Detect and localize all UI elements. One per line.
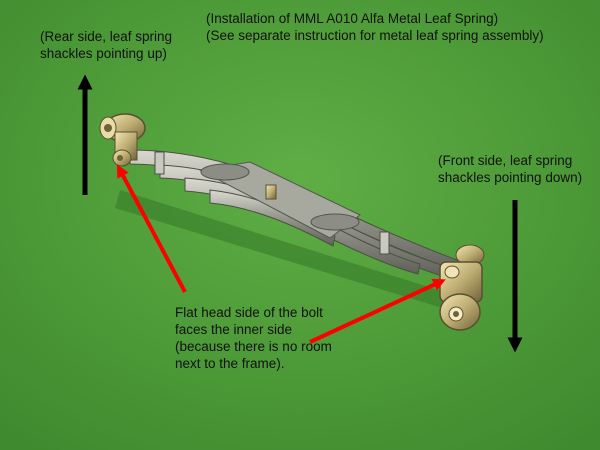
front-note-line-1: (Front side, leaf spring [438, 153, 573, 168]
leaf-spring [129, 149, 471, 279]
front-side-note: (Front side, leaf spring shackles pointi… [438, 152, 582, 186]
bolt-note-line-2: faces the inner side [175, 322, 293, 337]
rear-note-line-1: (Rear side, leaf spring [40, 29, 173, 44]
rear-note-line-2: shackles pointing up) [40, 46, 167, 61]
front-shackle [439, 244, 485, 331]
header-note: (Installation of MML A010 Alfa Metal Lea… [206, 10, 544, 44]
rear-shackle [99, 113, 146, 167]
bolt-note: Flat head side of the bolt faces the inn… [175, 304, 332, 372]
front-note-line-2: shackles pointing down) [438, 170, 583, 185]
bolt-note-line-3: (because there is no room [175, 339, 332, 354]
rear-side-note: (Rear side, leaf spring shackles pointin… [40, 28, 172, 62]
bolt-note-line-4: next to the frame). [175, 356, 285, 371]
rear-bolt-red-arrow [116, 164, 187, 293]
front-bolt-red-arrow [309, 278, 446, 344]
header-line-1: (Installation of MML A010 Alfa Metal Lea… [206, 11, 499, 26]
header-line-2: (See separate instruction for metal leaf… [206, 28, 544, 43]
bolt-note-line-1: Flat head side of the bolt [175, 305, 323, 320]
